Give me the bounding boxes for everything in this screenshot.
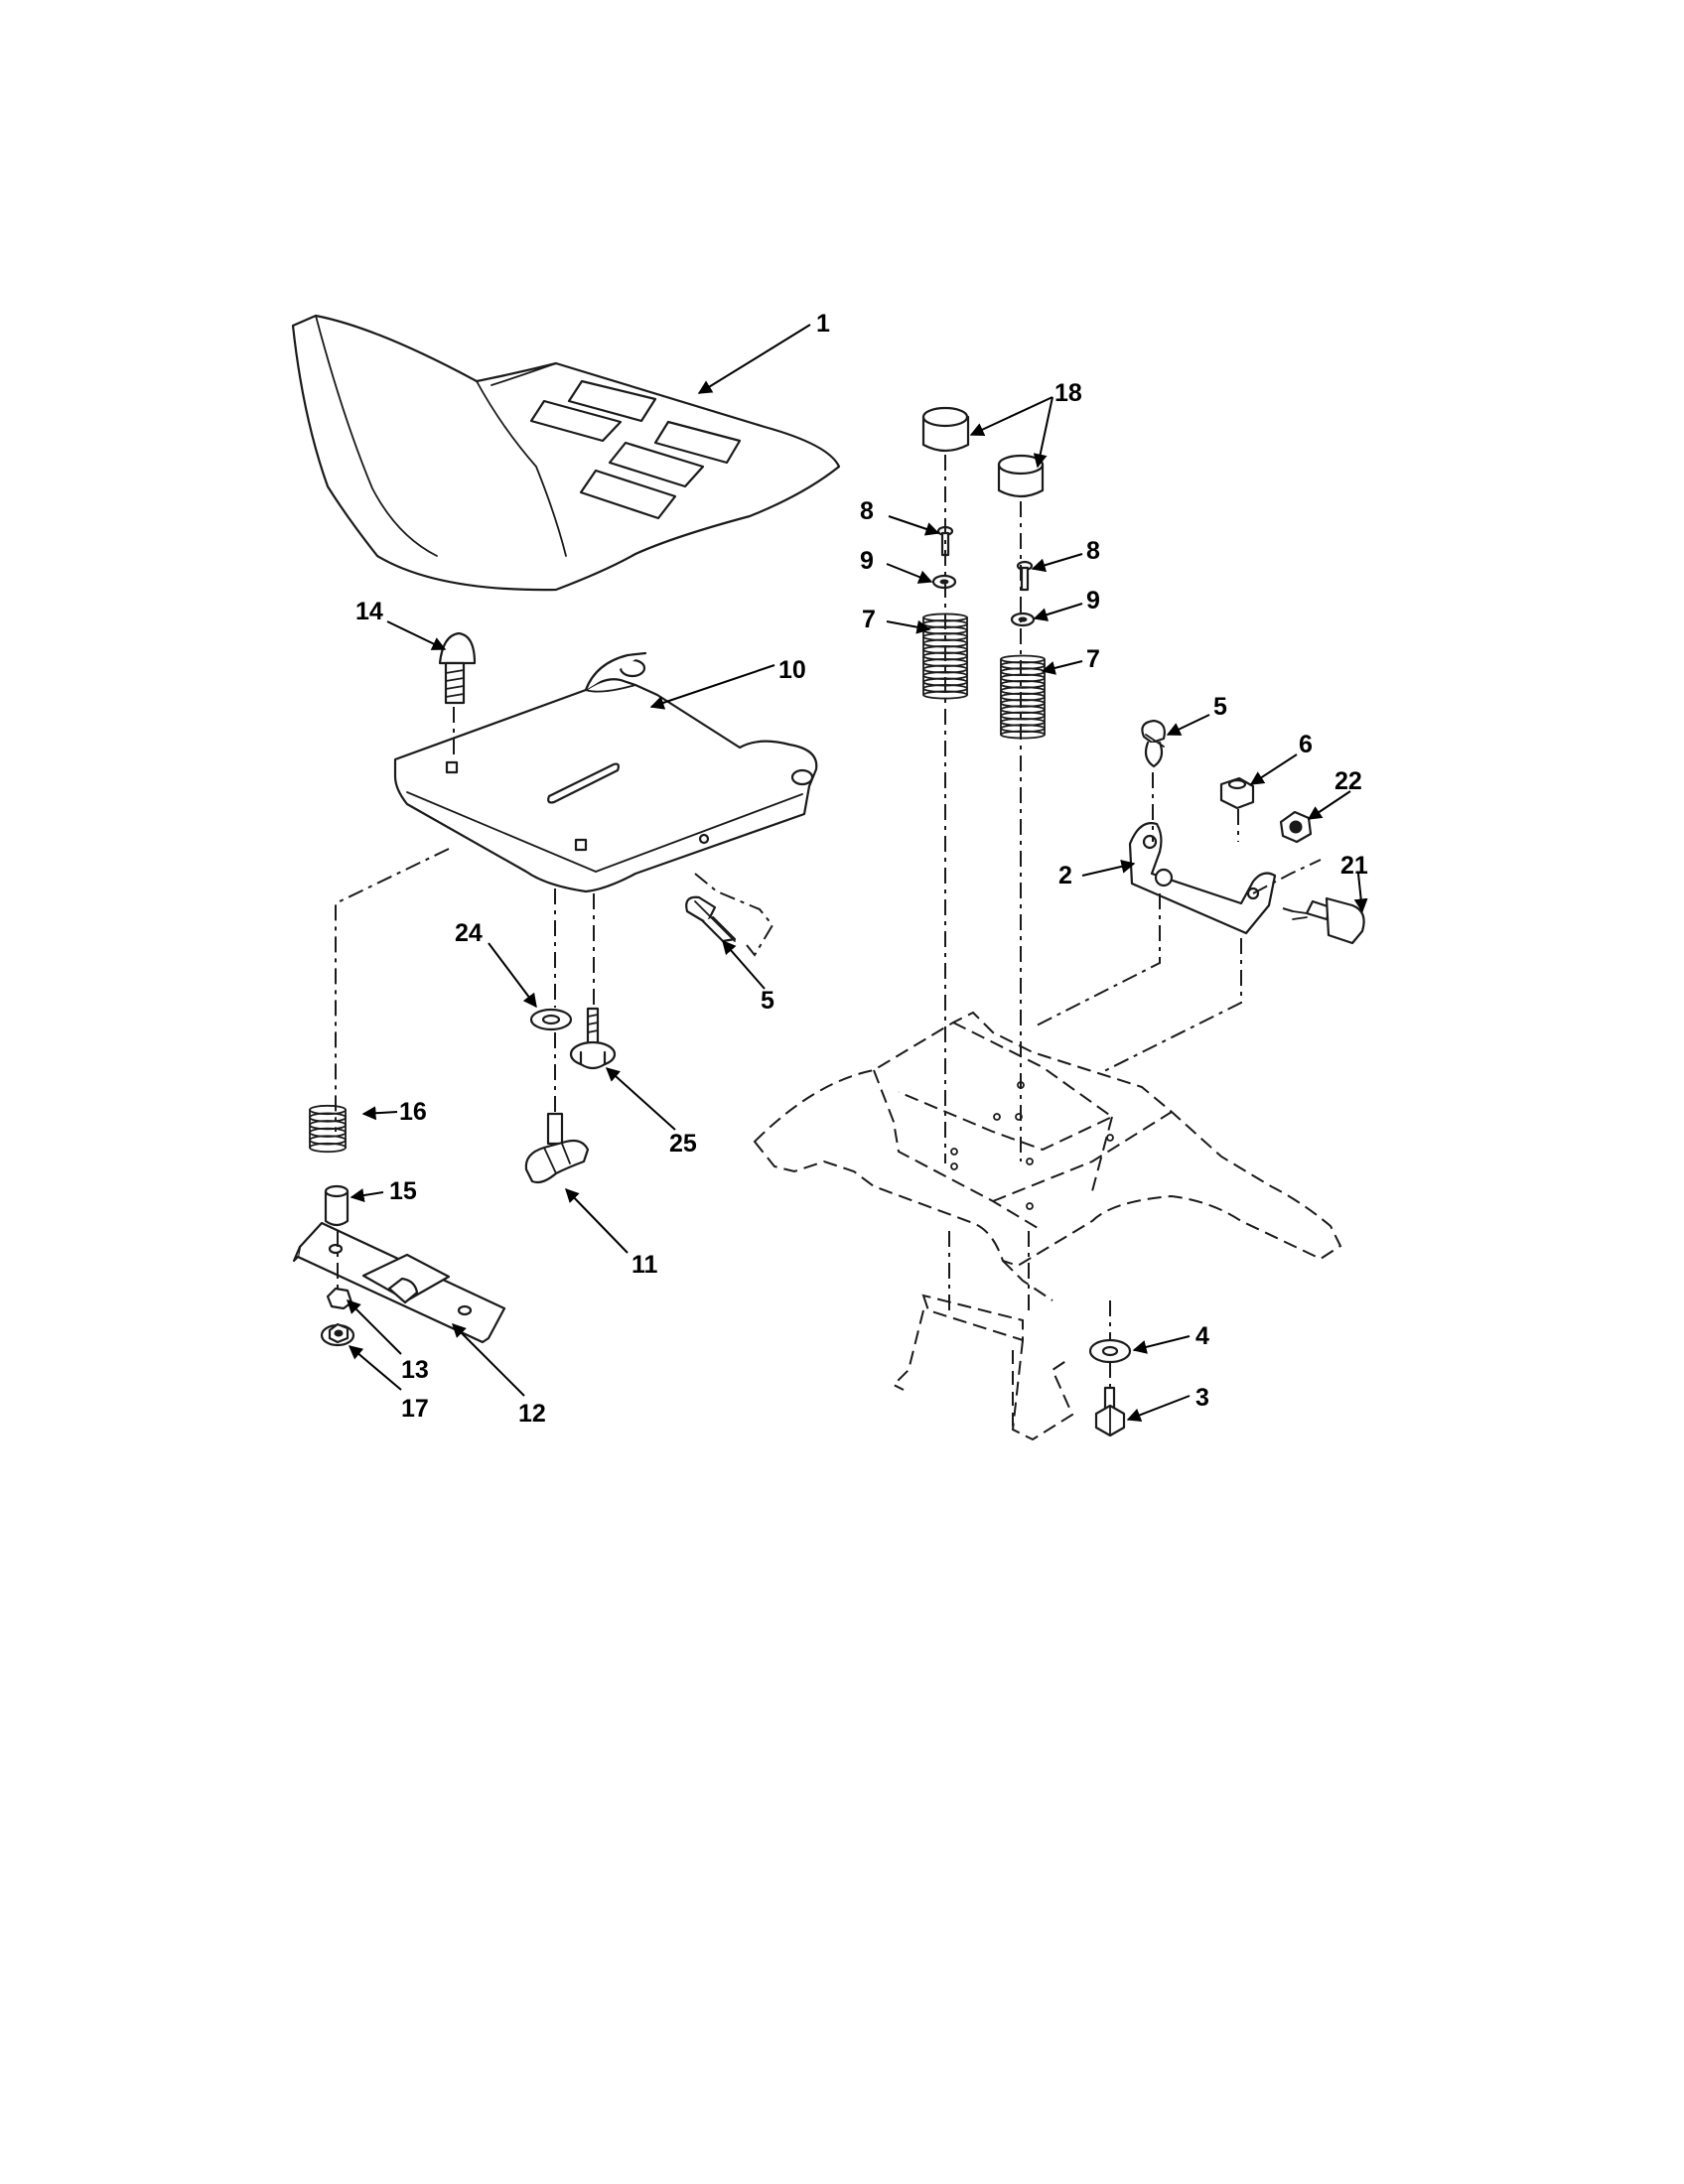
flange-nut bbox=[320, 1322, 355, 1347]
spring-outline bbox=[309, 1109, 347, 1149]
tractor-frame-phantom bbox=[753, 1011, 1342, 1441]
adjuster-spacer bbox=[324, 1184, 350, 1227]
callout-5-lower: 5 bbox=[761, 987, 774, 1015]
callout-labels: 1 18 8 8 9 9 7 7 14 10 5 6 22 21 2 24 5 … bbox=[355, 310, 1368, 1428]
callout-2: 2 bbox=[1058, 862, 1072, 889]
adjustment-knob bbox=[524, 1112, 590, 1184]
screw-right bbox=[1016, 560, 1034, 592]
callout-8-right: 8 bbox=[1086, 537, 1100, 565]
callout-7-right: 7 bbox=[1086, 645, 1100, 673]
flat-washer bbox=[529, 1008, 573, 1031]
callout-1: 1 bbox=[816, 310, 830, 338]
washer-right bbox=[1010, 612, 1036, 627]
frame-washer bbox=[1088, 1338, 1132, 1364]
adjuster-spring bbox=[309, 1104, 347, 1154]
clip-lower bbox=[685, 895, 737, 943]
carriage-bolt bbox=[438, 631, 477, 705]
seat-pan bbox=[393, 651, 818, 893]
callout-10: 10 bbox=[778, 656, 806, 684]
callout-16: 16 bbox=[399, 1098, 427, 1126]
spacer-right bbox=[997, 454, 1045, 498]
callout-21: 21 bbox=[1340, 852, 1368, 880]
plate-nut bbox=[326, 1287, 353, 1310]
spring-outline bbox=[1000, 658, 1046, 736]
shoulder-bolt bbox=[1292, 896, 1365, 945]
callout-6: 6 bbox=[1299, 731, 1313, 758]
shoulder-screw bbox=[569, 1007, 617, 1070]
callout-22: 22 bbox=[1334, 767, 1362, 795]
callout-3: 3 bbox=[1195, 1384, 1209, 1412]
callout-4: 4 bbox=[1195, 1322, 1209, 1350]
callout-25: 25 bbox=[669, 1130, 697, 1158]
clip-upper bbox=[1141, 719, 1166, 768]
callout-24: 24 bbox=[455, 919, 483, 947]
callout-7-left: 7 bbox=[862, 606, 876, 633]
lock-nut bbox=[1219, 776, 1255, 810]
adjuster-plate bbox=[292, 1221, 506, 1344]
callout-15: 15 bbox=[389, 1177, 417, 1205]
callout-17: 17 bbox=[401, 1395, 429, 1423]
leader-lines bbox=[347, 324, 1368, 1422]
callout-11: 11 bbox=[632, 1251, 658, 1279]
callout-14: 14 bbox=[355, 598, 383, 625]
hex-nut bbox=[1279, 810, 1313, 844]
seat bbox=[291, 314, 841, 592]
callout-9-right: 9 bbox=[1086, 587, 1100, 614]
callout-18: 18 bbox=[1054, 379, 1082, 407]
assembly-centerlines bbox=[335, 455, 1322, 1388]
callout-12: 12 bbox=[518, 1400, 546, 1428]
hex-bolt bbox=[1094, 1386, 1126, 1437]
seat-bracket bbox=[1128, 822, 1277, 935]
callout-9-left: 9 bbox=[860, 547, 874, 575]
spacer-left bbox=[921, 406, 970, 453]
callout-8-left: 8 bbox=[860, 497, 874, 525]
spring-right bbox=[1000, 654, 1046, 740]
callout-5-upper: 5 bbox=[1213, 693, 1227, 721]
callout-13: 13 bbox=[401, 1356, 429, 1384]
